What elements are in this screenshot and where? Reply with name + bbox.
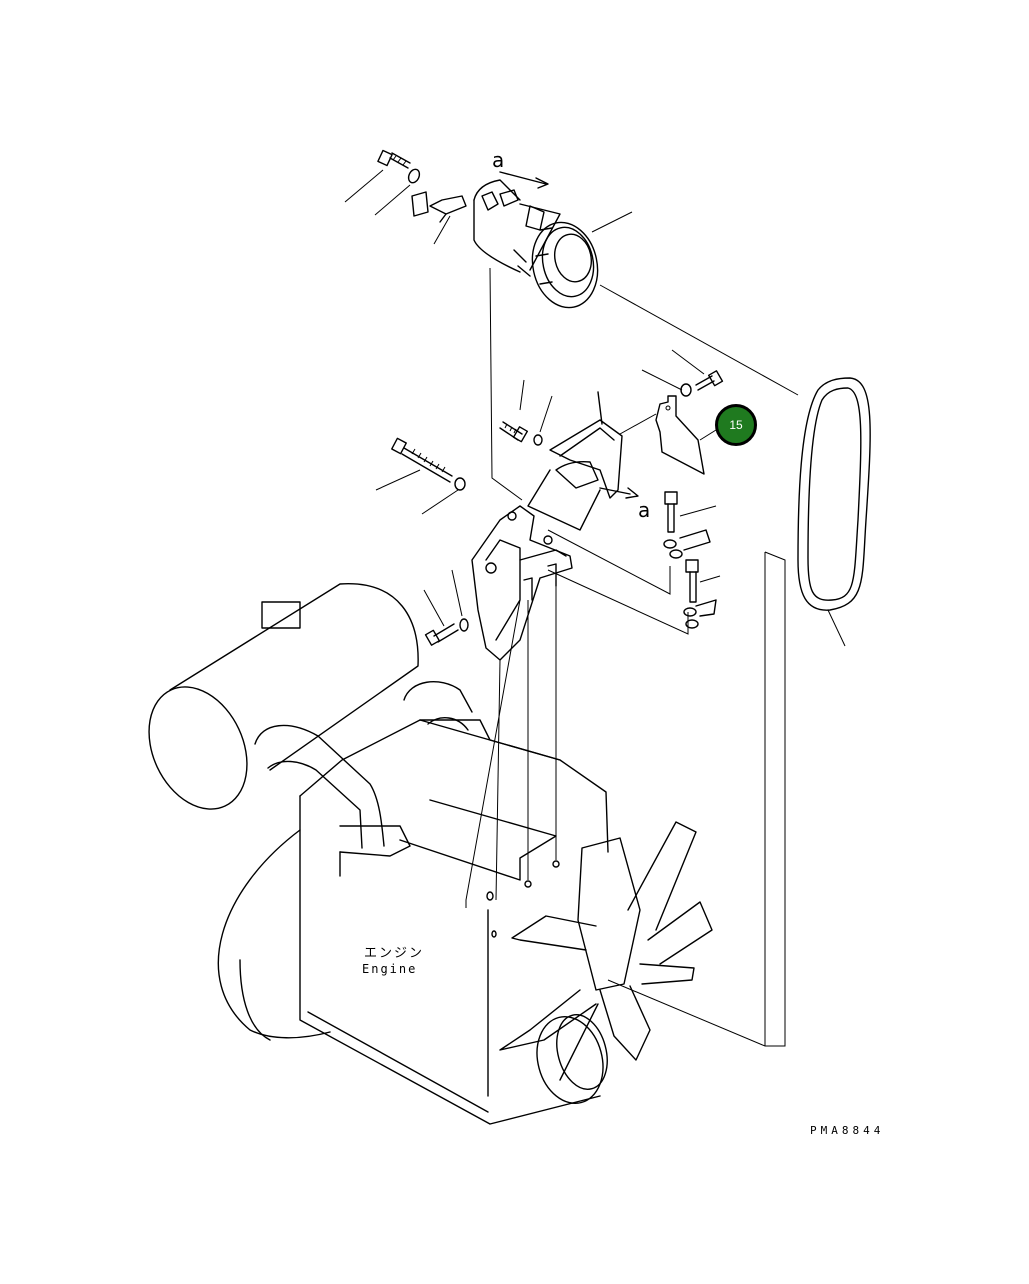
reference-lines — [489, 267, 799, 1047]
mount-bracket — [465, 505, 573, 908]
top-clip — [411, 191, 467, 245]
view-arrow-label-top: a — [492, 148, 505, 172]
engine-label-japanese: エンジン — [364, 946, 425, 961]
v-belt — [797, 377, 871, 647]
adjust-plate — [655, 395, 717, 475]
engine — [148, 583, 609, 1125]
engine-label-english: Engine — [362, 962, 418, 976]
lower-bolt — [423, 569, 469, 646]
bracket — [527, 391, 657, 531]
callout-badge-15[interactable]: 15 — [715, 404, 757, 446]
drawing-code: PMA8844 — [810, 1124, 885, 1137]
right-hardware-stack — [663, 491, 721, 629]
view-arrow-label-mid: a — [638, 498, 651, 522]
top-bolt — [344, 149, 411, 203]
long-bolt — [375, 437, 466, 515]
cooling-fan — [499, 821, 713, 1081]
bracket-bolt-upper — [499, 379, 553, 446]
compressor — [473, 171, 633, 309]
top-washer — [374, 168, 421, 216]
right-bolt — [641, 349, 724, 397]
